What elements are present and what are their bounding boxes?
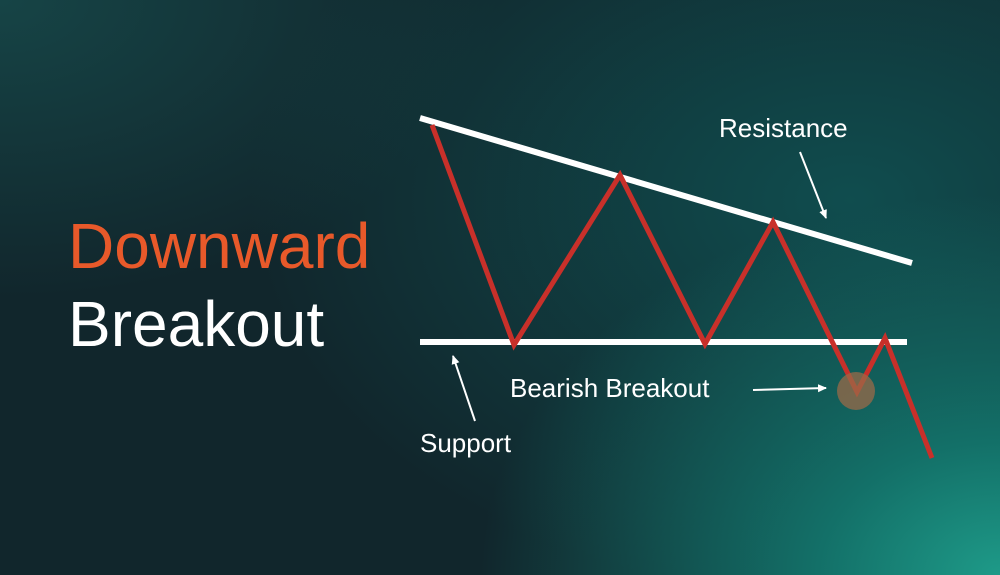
support-arrow	[451, 355, 476, 422]
bearish-breakout-label: Bearish Breakout	[510, 373, 710, 403]
resistance-arrow	[799, 151, 827, 219]
resistance-label: Resistance	[719, 113, 848, 143]
title-breakout: Breakout	[68, 288, 325, 360]
resistance-line	[419, 115, 913, 266]
breakout-arrow	[752, 384, 827, 393]
title-downward: Downward	[68, 210, 371, 282]
support-label: Support	[420, 428, 512, 458]
breakout-highlight	[837, 372, 875, 410]
price-line	[429, 124, 935, 459]
